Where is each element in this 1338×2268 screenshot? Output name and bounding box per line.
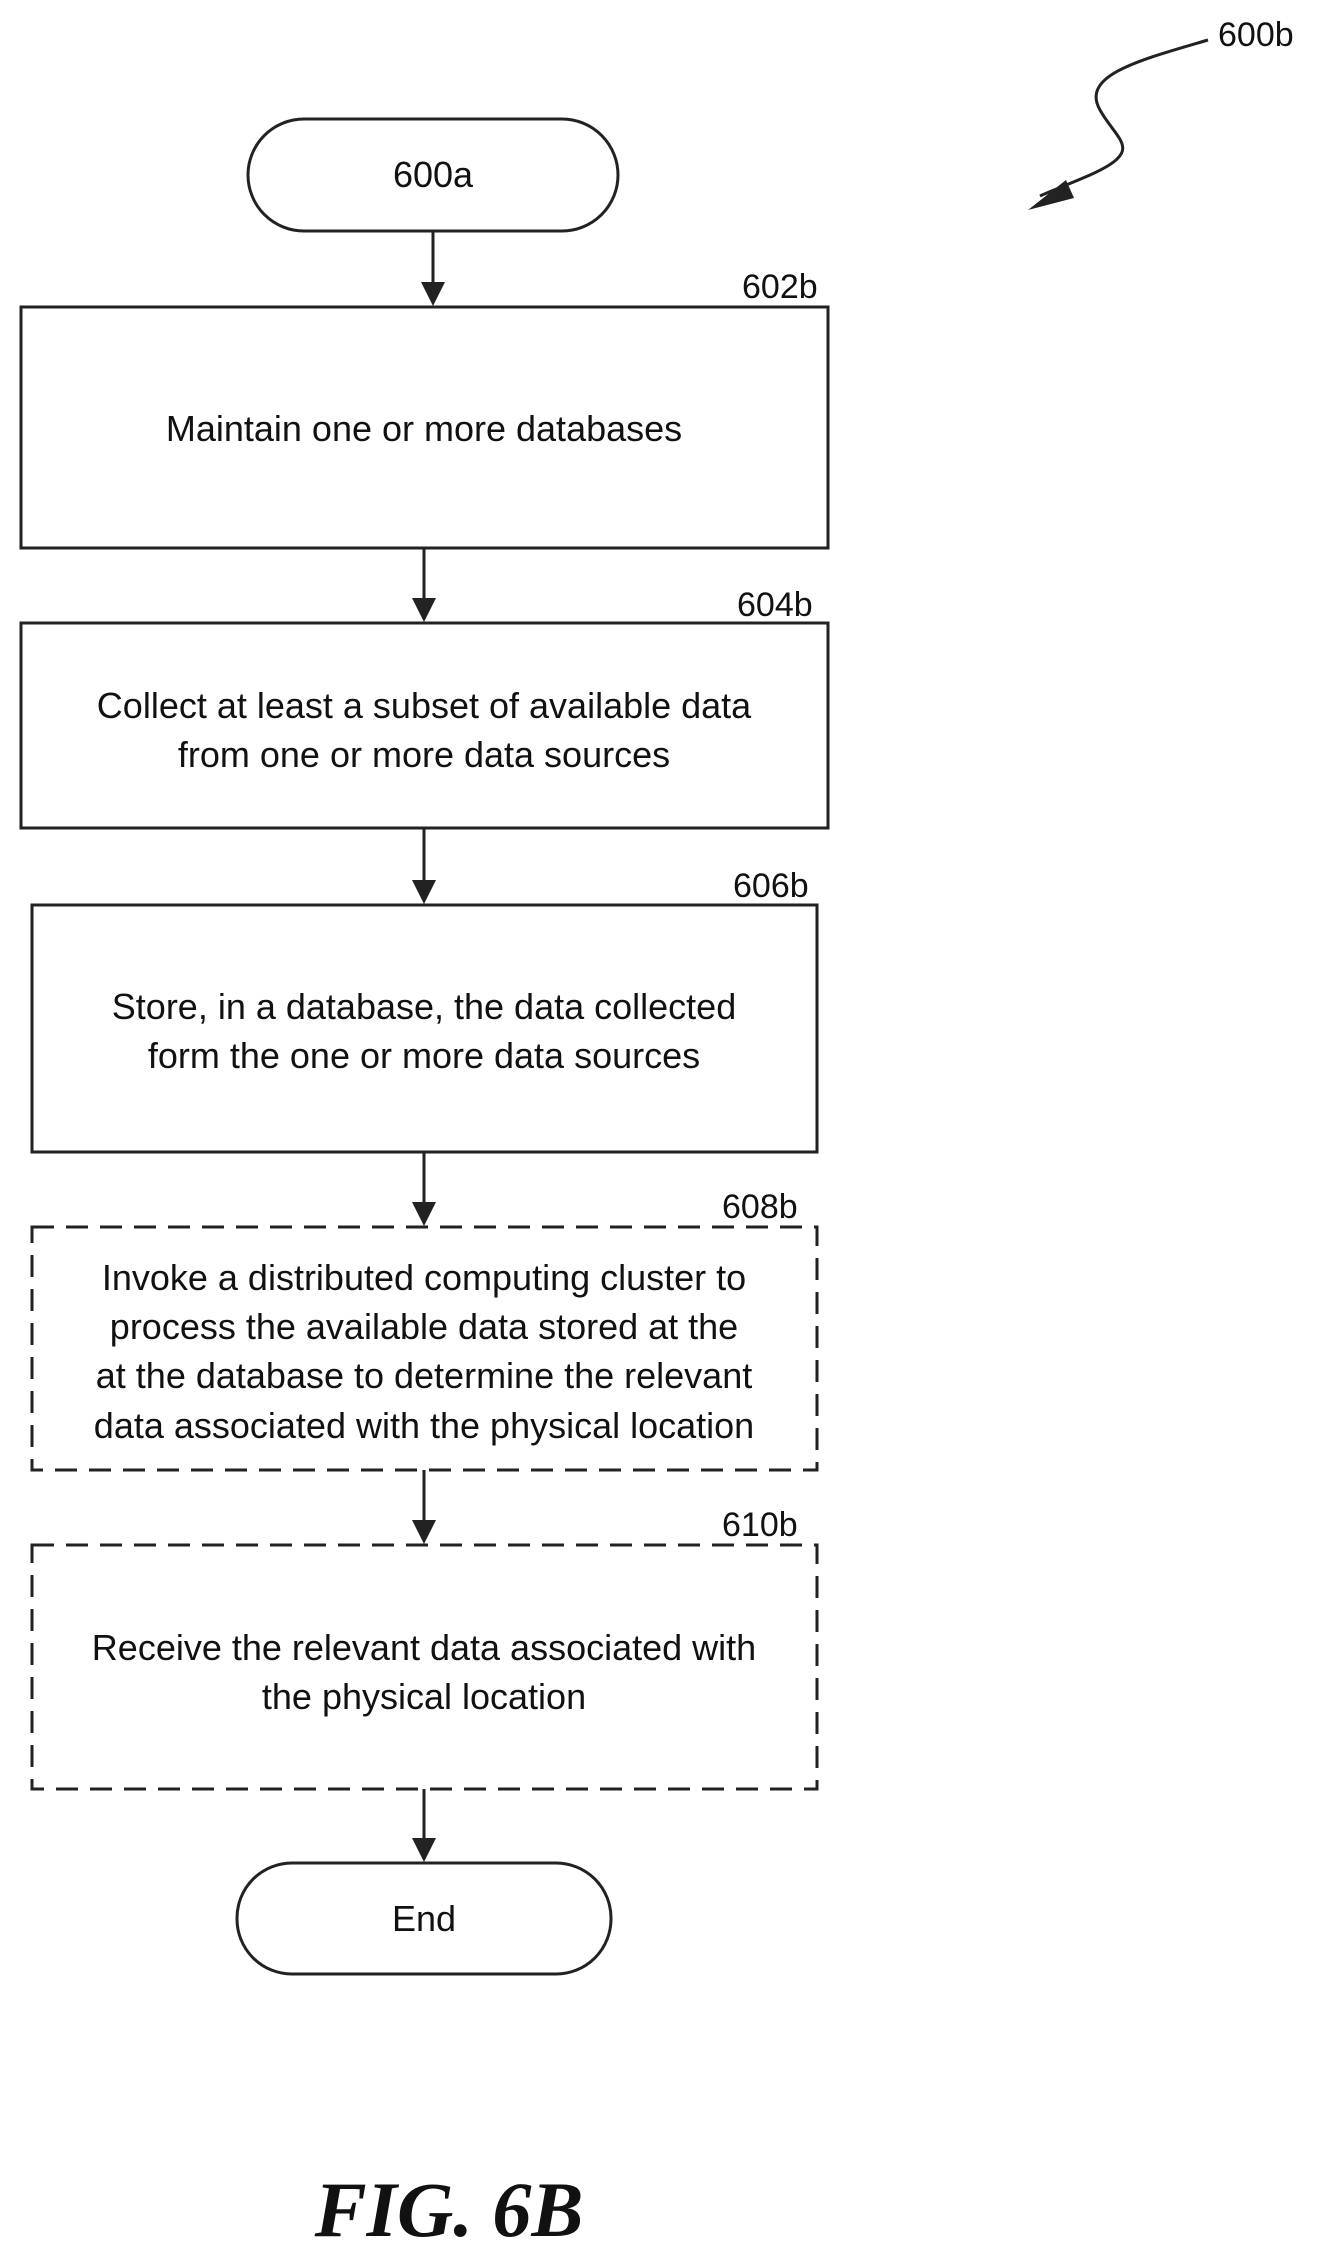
connector-arrowhead: [412, 1838, 436, 1862]
step-text-line: Receive the relevant data associated wit…: [92, 1627, 756, 1668]
figure-caption: FIG. 6B: [0, 2160, 1338, 2260]
connector-arrowhead: [412, 1520, 436, 1544]
connector-arrowhead: [412, 880, 436, 904]
step-text-line: from one or more data sources: [178, 734, 670, 775]
step-text-line: data associated with the physical locati…: [94, 1405, 754, 1446]
step-text-line: form the one or more data sources: [148, 1035, 700, 1076]
figure-reference-leader: [1040, 40, 1208, 196]
step-text-line: Collect at least a subset of available d…: [97, 685, 752, 726]
step-reference-label: 606b: [733, 867, 809, 905]
figure-reference-label: 600b: [1218, 16, 1294, 54]
end-terminal-label: End: [392, 1898, 456, 1939]
step-text-line: Maintain one or more databases: [166, 408, 682, 449]
step-reference-label: 602b: [742, 268, 818, 306]
step-text-line: the physical location: [262, 1676, 586, 1717]
step-reference-label: 604b: [737, 586, 813, 624]
step-reference-label: 610b: [722, 1506, 798, 1544]
step-reference-label: 608b: [722, 1188, 798, 1226]
connector-arrowhead: [412, 1202, 436, 1226]
connector-arrowhead: [421, 282, 445, 306]
connector-arrowhead: [412, 598, 436, 622]
step-text-line: Store, in a database, the data collected: [112, 986, 736, 1027]
start-terminal-label: 600a: [393, 154, 474, 195]
step-text-line: Invoke a distributed computing cluster t…: [102, 1257, 746, 1298]
figure-reference-arrowhead: [1028, 180, 1074, 210]
step-text-line: process the available data stored at the: [110, 1306, 738, 1347]
process-step-box: [32, 905, 817, 1152]
step-text-line: at the database to determine the relevan…: [96, 1355, 752, 1396]
